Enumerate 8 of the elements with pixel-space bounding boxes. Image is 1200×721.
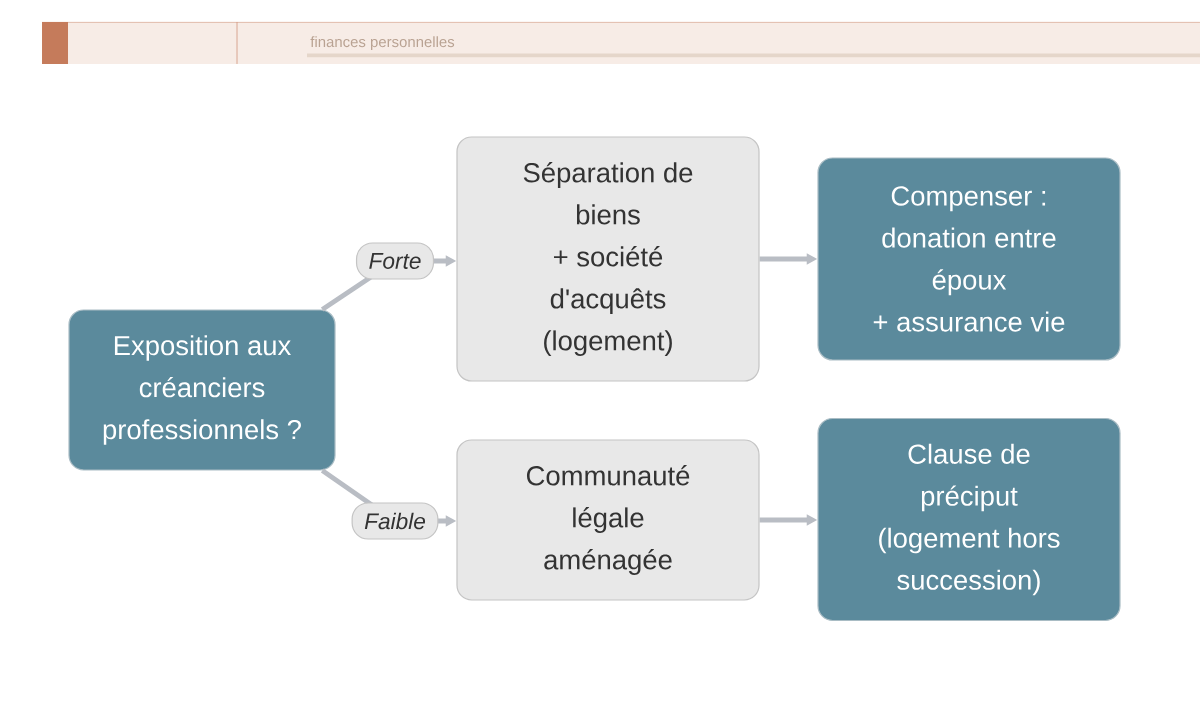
decision-box: Exposition aux créanciers professionnels ? <box>68 309 336 471</box>
edge-label: Faible <box>351 502 439 540</box>
process-box: Séparation de biens + société d'acquêts (logement) <box>456 136 760 382</box>
result-box: Clause de préciput (logement hors succession) <box>817 417 1121 622</box>
process-box: Communauté légale aménagée <box>456 439 760 601</box>
result-box: Compenser : donation entre époux + assurance vie <box>817 157 1121 361</box>
category-label: finances personnelles <box>310 36 455 51</box>
edge-label: Forte <box>355 242 435 280</box>
